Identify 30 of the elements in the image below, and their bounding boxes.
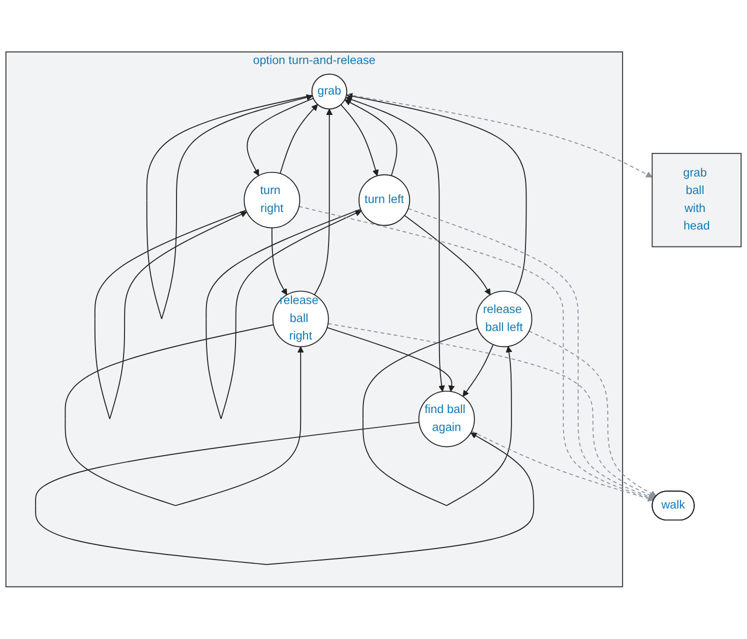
arrow <box>362 328 512 506</box>
arrow <box>328 323 656 498</box>
arrow <box>404 215 491 296</box>
arrow <box>344 100 398 176</box>
arrow <box>94 210 248 420</box>
arrow <box>246 98 314 176</box>
arrow <box>408 208 655 500</box>
arrow <box>64 324 304 506</box>
arrow <box>298 206 654 501</box>
node-circle: grab <box>311 74 348 110</box>
node-circle: turn left <box>358 174 410 226</box>
arrow <box>271 228 288 296</box>
node-box: grab ball with head <box>652 153 742 248</box>
arrow <box>346 96 445 392</box>
arrow <box>206 208 362 420</box>
arrow <box>340 104 379 176</box>
node-circle: release ball right <box>272 290 329 348</box>
node-circle: turn right <box>244 172 300 228</box>
arrow <box>346 94 652 178</box>
arrow <box>146 94 313 320</box>
arrow <box>346 93 527 294</box>
arrow <box>314 108 333 296</box>
arrow <box>35 422 534 566</box>
node-circle: release ball left <box>476 290 532 348</box>
arrow <box>462 344 494 397</box>
arrow <box>528 330 657 497</box>
arrow <box>280 104 318 174</box>
arrow <box>326 327 455 392</box>
arrow <box>471 430 654 502</box>
node-circle: find ball again <box>418 390 475 448</box>
